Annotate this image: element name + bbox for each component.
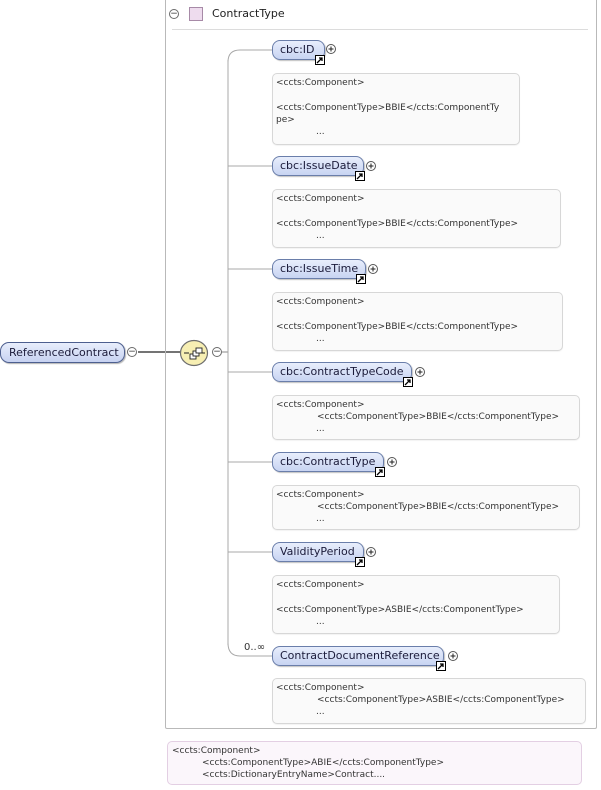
annotation-cbc-contracttype: <ccts:Component> <ccts:ComponentType>BBI…	[272, 485, 580, 530]
annotation-ellipsis: ...	[316, 334, 325, 344]
element-cbc-contracttypecode[interactable]: cbc:ContractTypeCode	[272, 362, 412, 382]
annotation-line: <ccts:Component>	[276, 400, 365, 410]
reference-link-icon	[436, 661, 446, 671]
annotation-line: pe>	[276, 115, 295, 125]
element-cbc-issuetime[interactable]: cbc:IssueTime	[272, 259, 366, 279]
expand-icon[interactable]	[415, 367, 425, 377]
reference-link-icon	[355, 557, 365, 567]
annotation-contractdocumentreference: <ccts:Component> <ccts:ComponentType>ASB…	[272, 678, 586, 724]
annotation-spacer	[276, 205, 557, 218]
annotation-cbc-contracttypecode: <ccts:Component> <ccts:ComponentType>BBI…	[272, 395, 580, 440]
annotation-spacer	[276, 308, 559, 321]
annotation-line: <ccts:Component>	[276, 580, 365, 590]
annotation-cbc-issuedate: <ccts:Component> <ccts:ComponentType>BBI…	[272, 189, 561, 248]
element-validityperiod[interactable]: ValidityPeriod	[272, 542, 364, 562]
collapse-icon[interactable]: −	[127, 347, 137, 357]
reference-link-icon	[403, 377, 413, 387]
annotation-ellipsis: ...	[316, 127, 325, 137]
type-name: ContractType	[212, 7, 285, 20]
expand-icon[interactable]	[366, 547, 376, 557]
type-annotation: <ccts:Component> <ccts:ComponentType>ABI…	[167, 741, 582, 785]
complex-type-frame	[165, 0, 597, 729]
element-cbc-issuedate[interactable]: cbc:IssueDate	[272, 156, 364, 176]
spine-top-curve	[227, 49, 272, 63]
collapse-icon[interactable]: −	[212, 347, 222, 357]
annotation-validityperiod: <ccts:Component> <ccts:ComponentType>ASB…	[272, 575, 560, 634]
annotation-line: <ccts:ComponentType>ABIE</ccts:Component…	[202, 758, 445, 768]
annotation-line: <ccts:ComponentType>BBIE</ccts:Component…	[317, 502, 560, 512]
expand-icon[interactable]	[387, 457, 397, 467]
annotation-line: <ccts:ComponentType>BBIE</ccts:Component…	[276, 219, 519, 229]
annotation-line: <ccts:ComponentType>BBIE</ccts:Component…	[276, 103, 500, 113]
reference-link-icon	[356, 274, 366, 284]
annotation-line: <ccts:Component>	[276, 490, 365, 500]
annotation-line: <ccts:Component>	[276, 683, 365, 693]
spine-bottom-curve	[227, 642, 272, 657]
annotation-ellipsis: ...	[316, 617, 325, 627]
annotation-spacer	[276, 89, 516, 102]
annotation-ellipsis: ...	[316, 231, 325, 241]
annotation-line: <ccts:Component>	[172, 746, 261, 756]
collapse-icon[interactable]: −	[169, 9, 179, 19]
annotation-line: <ccts:ComponentType>ASBIE</ccts:Componen…	[276, 605, 524, 615]
type-header-divider	[172, 29, 588, 30]
annotation-cbc-issuetime: <ccts:Component> <ccts:ComponentType>BBI…	[272, 292, 563, 351]
reference-link-icon	[375, 467, 385, 477]
expand-icon[interactable]	[366, 161, 376, 171]
element-cbc-id[interactable]: cbc:ID	[272, 40, 325, 60]
expand-icon[interactable]	[326, 44, 336, 54]
annotation-line: <ccts:Component>	[276, 297, 365, 307]
element-contractdocumentreference[interactable]: ContractDocumentReference	[272, 646, 444, 666]
annotation-cbc-id: <ccts:Component> <ccts:ComponentType>BBI…	[272, 73, 520, 145]
expand-icon[interactable]	[448, 651, 458, 661]
sequence-icon[interactable]	[179, 339, 209, 367]
annotation-ellipsis: ...	[316, 707, 325, 717]
expand-icon[interactable]	[368, 264, 378, 274]
annotation-line: <ccts:ComponentType>BBIE</ccts:Component…	[317, 412, 560, 422]
annotation-spacer	[276, 591, 556, 604]
element-cbc-contracttype[interactable]: cbc:ContractType	[272, 452, 384, 472]
annotation-line: <ccts:DictionaryEntryName>Contract....	[202, 770, 386, 780]
annotation-ellipsis: ...	[316, 424, 325, 434]
annotation-line: <ccts:ComponentType>ASBIE</ccts:Componen…	[317, 695, 565, 705]
annotation-line: <ccts:ComponentType>BBIE</ccts:Component…	[276, 322, 519, 332]
type-icon	[189, 7, 203, 21]
annotation-line: <ccts:Component>	[276, 78, 365, 88]
annotation-line: <ccts:Component>	[276, 194, 365, 204]
root-element[interactable]: ReferencedContract	[0, 342, 125, 363]
annotation-ellipsis: ...	[316, 514, 325, 524]
reference-link-icon	[315, 55, 325, 65]
reference-link-icon	[355, 171, 365, 181]
occurrence-label: 0..∞	[244, 642, 266, 653]
